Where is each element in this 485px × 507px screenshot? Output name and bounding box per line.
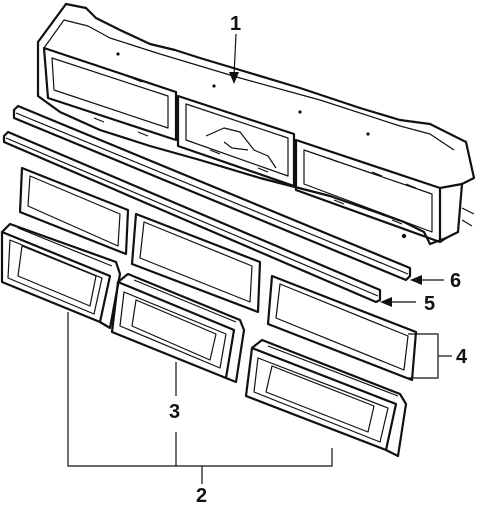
upper-molding-strip — [12, 104, 412, 282]
callout-4: 4 — [456, 346, 468, 368]
lower-molding-strip — [2, 130, 382, 304]
leader-lines — [67, 33, 452, 484]
callout-5: 5 — [424, 293, 435, 315]
header-panel-part-1 — [36, 2, 476, 246]
gasket-upper-left — [18, 166, 130, 256]
lamp-right — [244, 338, 408, 458]
callout-6: 6 — [450, 270, 461, 292]
gasket-upper-center — [130, 212, 262, 314]
callout-3: 3 — [169, 401, 180, 423]
callout-labels: 1 2 3 4 5 6 — [169, 13, 468, 507]
lamp-center-part-3 — [110, 272, 246, 384]
gasket-right-part-4 — [266, 274, 418, 382]
callout-1: 1 — [230, 13, 241, 35]
callout-2: 2 — [196, 485, 207, 507]
